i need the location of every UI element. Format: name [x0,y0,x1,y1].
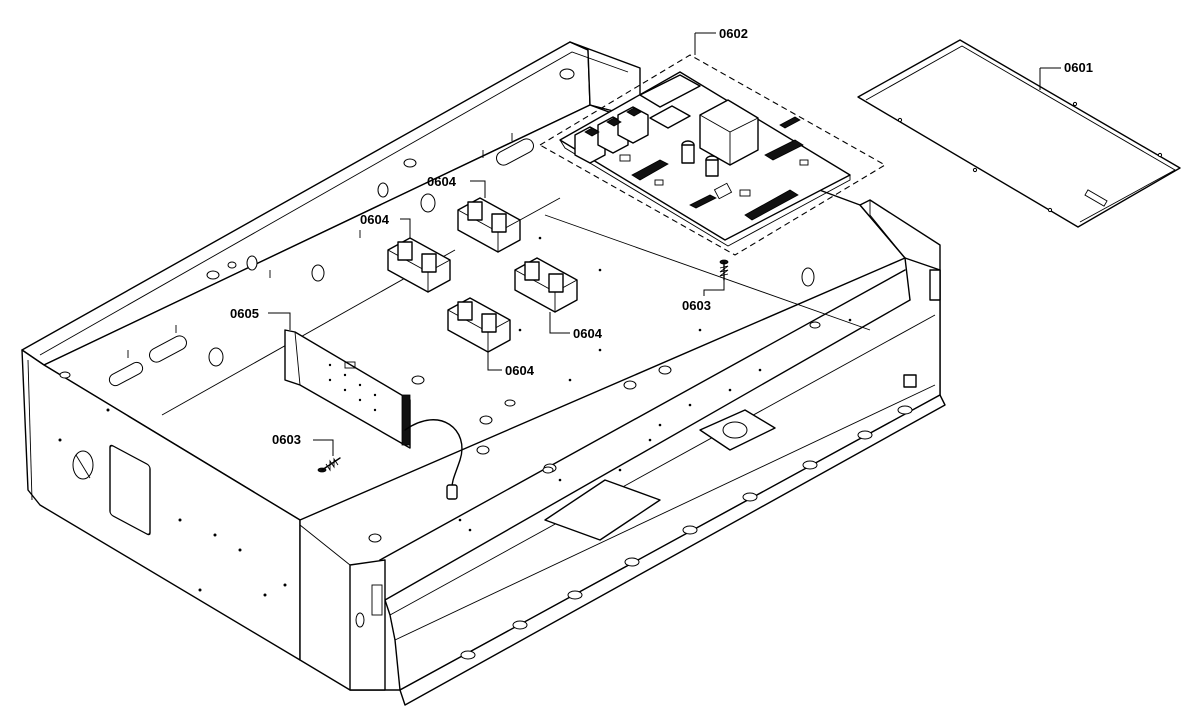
coil-bracket-0604-bottom [447,297,511,353]
coil-bracket-0604-right [514,257,578,313]
leader-lines [268,32,1061,456]
coil-bracket-0604-left [387,237,451,293]
callout-0604-top: 0604 [427,174,457,189]
callout-0602: 0602 [719,26,748,41]
chassis-tray [21,41,946,706]
coil-bracket-0604-top [457,197,521,253]
screw-0603-right [719,259,729,281]
callout-0603-right: 0603 [682,298,711,313]
callout-0604-right: 0604 [573,326,603,341]
cover-plate-0601 [857,39,1181,228]
callout-0604-left: 0604 [360,212,390,227]
control-board-0602 [538,54,887,256]
callout-labels: 0601 0602 0603 0603 0604 0604 0604 0604 … [230,26,1093,447]
callout-0601: 0601 [1064,60,1093,75]
display-board-0605 [284,329,463,500]
callout-0605: 0605 [230,306,259,321]
screw-0603-left [317,457,341,473]
callout-0604-bottom: 0604 [505,363,535,378]
callout-0603-left: 0603 [272,432,301,447]
